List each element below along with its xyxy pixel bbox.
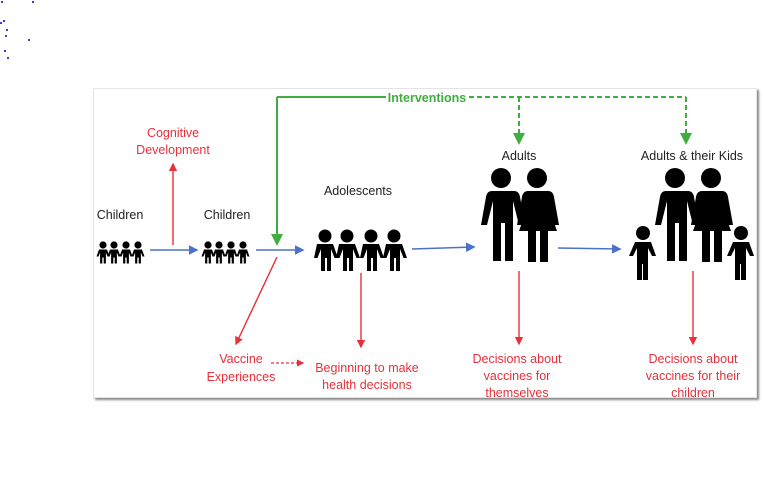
four-small-children-icon	[201, 241, 250, 264]
four-small-children-icon	[96, 241, 145, 264]
four-adolescents-icon	[314, 229, 407, 271]
outcome-text: Vaccine	[219, 352, 263, 366]
outcome-vaccine-experiences: Vaccine Experiences	[207, 352, 276, 384]
outcome-text: vaccines for their	[646, 369, 740, 383]
flow-arrow-4	[557, 244, 622, 254]
stage-flow-arrows	[150, 242, 622, 255]
lifecycle-diagram: Interventions Children Children Adolesce…	[96, 91, 754, 397]
outcome-text: Development	[136, 143, 210, 157]
outcome-text: Decisions about	[649, 352, 738, 366]
outcome-text: Decisions about	[473, 352, 562, 366]
arrow-vaccine-experiences	[235, 256, 278, 346]
outcome-adult: Decisions about vaccines for themselves	[473, 352, 562, 397]
stage-label-children-2: Children	[204, 208, 251, 222]
diagram-frame: Interventions Children Children Adolesce…	[93, 88, 757, 398]
outcome-arrows	[168, 162, 698, 367]
outcome-text: Beginning to make	[315, 361, 419, 375]
outcome-text: themselves	[485, 386, 548, 397]
interventions-label: Interventions	[388, 91, 467, 105]
outcome-adolescent: Beginning to make health decisions	[315, 361, 419, 392]
outcome-text: health decisions	[322, 378, 412, 392]
flow-arrow-3	[411, 242, 476, 253]
outcome-family: Decisions about vaccines for their child…	[646, 352, 740, 397]
corner-dot-artifacts	[0, 0, 60, 60]
adult-couple-icon	[481, 168, 559, 262]
outcome-text: children	[671, 386, 715, 397]
stage-label-adults: Adults	[502, 149, 537, 163]
stage-label-adolescents: Adolescents	[324, 184, 392, 198]
family-icon	[629, 168, 754, 280]
outcome-text: Experiences	[207, 370, 276, 384]
outcome-cognitive: Cognitive Development	[136, 126, 210, 157]
outcome-text: vaccines for	[484, 369, 551, 383]
stage-label-children-1: Children	[97, 208, 144, 222]
interventions-connector	[271, 96, 692, 246]
stage-label-adults-kids: Adults & their Kids	[641, 149, 743, 163]
outcome-text: Cognitive	[147, 126, 199, 140]
